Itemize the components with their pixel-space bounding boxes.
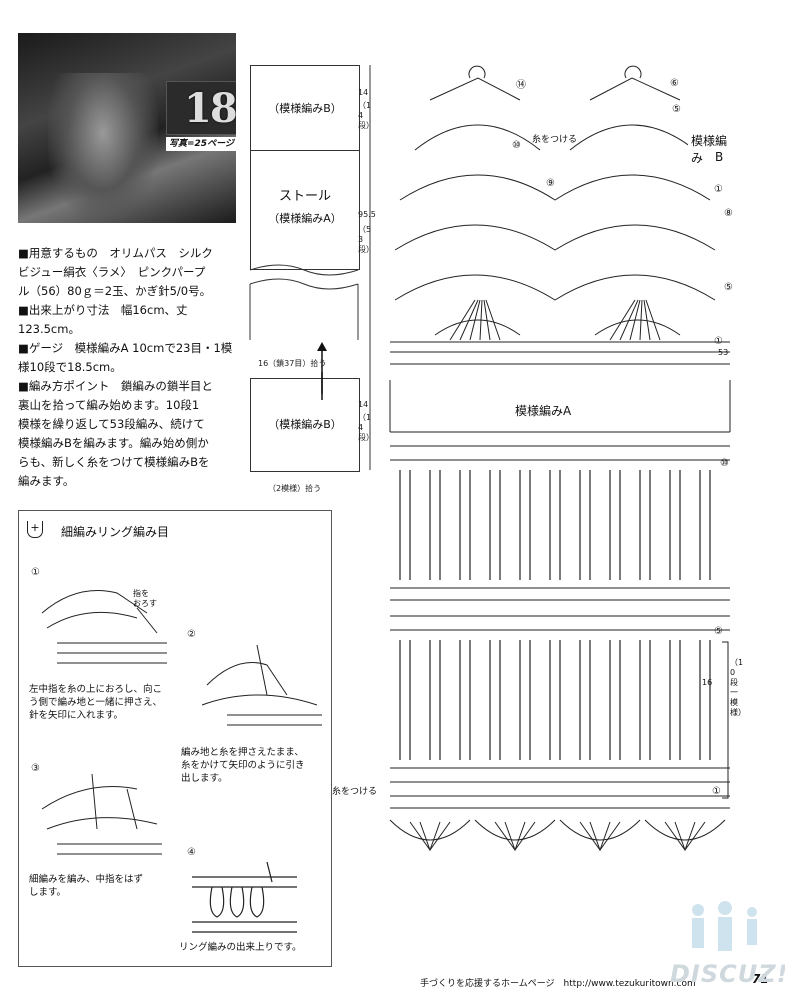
- repeat-width-label: 16: [702, 678, 713, 687]
- step-text-line: 糸をかけて矢印のように引き: [181, 760, 305, 771]
- step-text-line: 左中指を糸の上におろし、向こ: [29, 684, 163, 695]
- dim-middle: 95.5: [358, 210, 376, 219]
- materials-line: 模様を繰り返して53段編み、続けて: [18, 417, 205, 431]
- materials-line: らも、新しく糸をつけて模様編みBを: [18, 455, 210, 469]
- technique-symbol: +: [27, 521, 43, 538]
- step-number: ④: [187, 847, 196, 858]
- join-yarn-top: 糸をつける: [532, 135, 578, 145]
- stitch-chart: 模様編み B 模様編みA 糸をつける 糸をつける （10段一模様） 16 ⑭ ⑥…: [332, 60, 746, 940]
- stole-top-section: （模様編みB）: [250, 65, 360, 152]
- hands-illustration: [41, 773, 162, 855]
- watermark-figures-icon: [680, 900, 770, 955]
- materials-line: ■用意するもの オリムパス シルク: [18, 246, 213, 260]
- step-text-line: う側で編み地と一緒に押さえ、: [29, 697, 163, 708]
- stole-middle-sub: （模様編みA）: [268, 212, 342, 225]
- row-marker: ⑭: [516, 80, 526, 91]
- step-text-line: 細編みを編み、中指をはず: [29, 874, 144, 885]
- materials-line: ■編み方ポイント 鎖編みの鎖半目と: [18, 379, 213, 393]
- garment-photo: 18 写真=25ページ: [18, 33, 236, 223]
- footer-text: 手づくりを応援するホームページ http://www.tezukuritown.…: [420, 979, 696, 989]
- dimension-line: [369, 65, 371, 470]
- stole-top-label: （模様編みB）: [268, 102, 342, 115]
- stole-break-lines: [249, 264, 359, 340]
- stole-bottom-section: （模様編みB）: [250, 378, 360, 472]
- repeat-rows-label: （10段一模様）: [730, 658, 746, 717]
- technique-panel: + 細編みリング編み目 ① 指を おろす 左中指を糸の上におろし、向こ う側で編…: [18, 510, 332, 967]
- direction-arrows: [317, 342, 327, 400]
- materials-line: ル（56）80ｇ＝2玉、かぎ針5/0号。: [18, 284, 212, 298]
- row-marker: ⑥: [670, 78, 679, 89]
- step-text-line: リング編みの出来上りです。: [179, 942, 302, 953]
- pattern-a-label: 模様編みA: [512, 402, 575, 419]
- materials-line: ■出来上がり寸法 幅16cm、丈123.5cm。: [18, 303, 188, 336]
- row-marker: ⑧: [724, 208, 733, 219]
- width-pickup-label: （2模様）拾う: [268, 484, 322, 493]
- hands-illustration: [201, 644, 322, 726]
- step-text-line: 編み地と糸を押さえたまま、: [181, 747, 304, 758]
- page-number: 71: [752, 972, 769, 986]
- row-marker: 53: [718, 348, 729, 357]
- materials-text: ■用意するもの オリムパス シルク ビジュー絹衣〈ラメ〉 ピンクパープ ル（56…: [18, 244, 248, 491]
- step-text-line: 出します。: [181, 773, 228, 784]
- row-marker: ⑤: [672, 104, 681, 115]
- hands-illustration: [41, 590, 167, 664]
- materials-line: 様10段で18.5cm。: [18, 360, 122, 374]
- pattern-number-badge: [166, 81, 236, 135]
- stole-middle-section: ストール （模様編みA）: [250, 150, 360, 270]
- materials-line: 編みます。: [18, 474, 75, 488]
- dimension-column: 14 （14段） 95.5 （53段） 14 （14段）: [358, 60, 380, 500]
- dim-bottom-rows: （14段）: [358, 413, 374, 442]
- row-marker: ①: [714, 184, 723, 195]
- photo-caption: 写真=25ページ: [166, 137, 236, 151]
- step-note: 指を: [133, 589, 149, 598]
- chart-drawing: [389, 65, 731, 852]
- row-marker: ⑤: [724, 282, 733, 293]
- step-number: ①: [31, 567, 40, 578]
- step-text-line: 針を矢印に入れます。: [29, 710, 124, 721]
- dim-middle-rows: （53段）: [358, 225, 374, 254]
- model-figure: [48, 73, 158, 223]
- stole-middle-title: ストール: [278, 189, 331, 204]
- watermark-logo: DISCUZ!: [670, 960, 785, 988]
- step-text-line: します。: [29, 887, 67, 898]
- row-marker: ①: [712, 786, 721, 797]
- step-text: 細編みを編み、中指をはず します。: [29, 873, 143, 899]
- step-text: リング編みの出来上りです。: [179, 941, 302, 954]
- materials-line: ■ゲージ 模様編みA 10cmで23目・1模: [18, 341, 233, 355]
- pattern-b-label-line2: B: [712, 150, 727, 164]
- row-marker: ①: [714, 336, 723, 347]
- step-note: おろす: [133, 599, 157, 608]
- row-marker: ⑨: [546, 178, 555, 189]
- dim-top-rows: （14段）: [358, 101, 374, 130]
- ring-stitch-illustration: [192, 861, 297, 933]
- join-yarn-bottom: 糸をつける: [332, 787, 378, 797]
- dim-top: 14: [358, 88, 369, 97]
- step-number: ③: [31, 763, 40, 774]
- row-marker: ⑤: [714, 626, 723, 637]
- technique-title: 細編みリング編み目: [61, 525, 170, 539]
- row-marker: ⑩: [512, 140, 521, 151]
- step-text: 編み地と糸を押さえたまま、 糸をかけて矢印のように引き 出します。: [181, 746, 305, 785]
- row-marker: ⑩: [720, 458, 729, 469]
- materials-line: ビジュー絹衣〈ラメ〉 ピンクパープ: [18, 265, 206, 279]
- stole-bottom-label: （模様編みB）: [268, 418, 342, 431]
- dim-bottom: 14: [358, 400, 369, 409]
- step-text: 左中指を糸の上におろし、向こ う側で編み地と一緒に押さえ、 針を矢印に入れます。: [29, 683, 162, 722]
- materials-line: 模様編みBを編みます。編み始め側か: [18, 436, 209, 450]
- pattern-number: 18: [184, 85, 236, 132]
- materials-line: 裏山を拾って編み始めます。10段1: [18, 398, 200, 412]
- step-number: ②: [187, 629, 196, 640]
- stole-schematic: （模様編みB） ストール （模様編みA） （模様編みB） 16（鎖37目）拾う …: [240, 60, 370, 500]
- start-pickup-label: 16（鎖37目）拾う: [258, 359, 327, 368]
